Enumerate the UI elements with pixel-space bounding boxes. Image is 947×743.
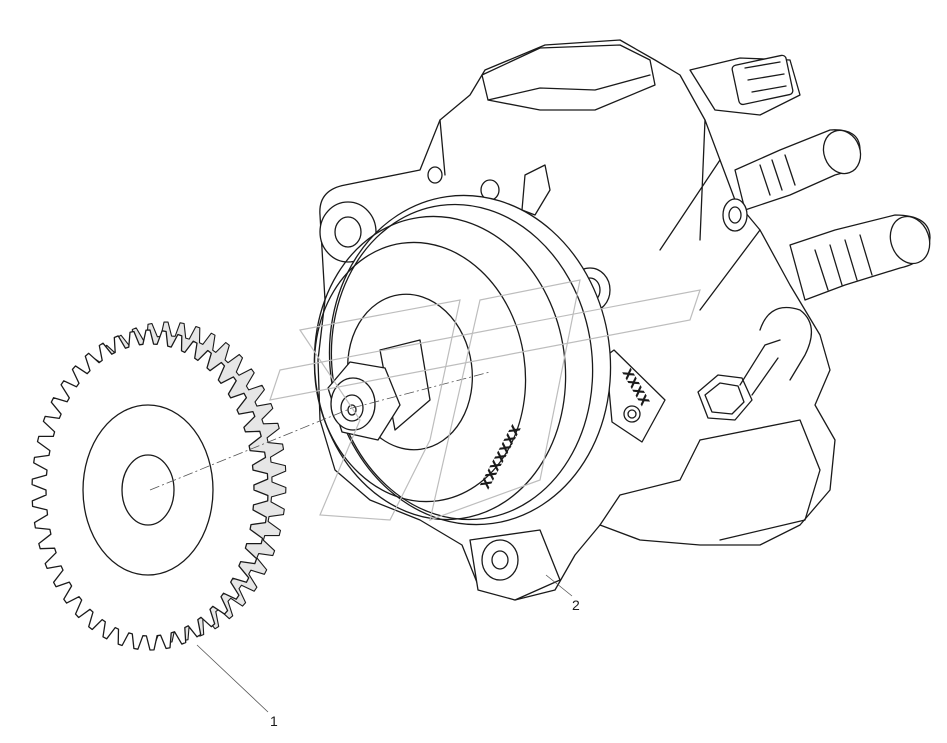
watermark-logo [269,279,701,521]
outlet-fitting-upper [734,129,862,211]
callout-2: 2 [572,597,580,613]
callout-1: 1 [270,713,278,729]
electrical-connector [689,54,801,116]
high-pressure-pump: XXXX XXXXXXX [313,39,931,601]
leader-line-2 [545,574,573,597]
rear-fitting [722,198,748,232]
shaft-centerline [149,407,353,491]
top-boss [481,44,656,111]
mounting-ear-bottom [469,529,561,601]
shaft-centerline-ext [351,371,491,409]
outlet-fitting-lower [789,214,931,301]
leader-line-1 [196,644,269,713]
front-flange: XXXXXXX [313,194,612,526]
shaft-nut [327,339,431,441]
side-bolt [697,339,781,421]
